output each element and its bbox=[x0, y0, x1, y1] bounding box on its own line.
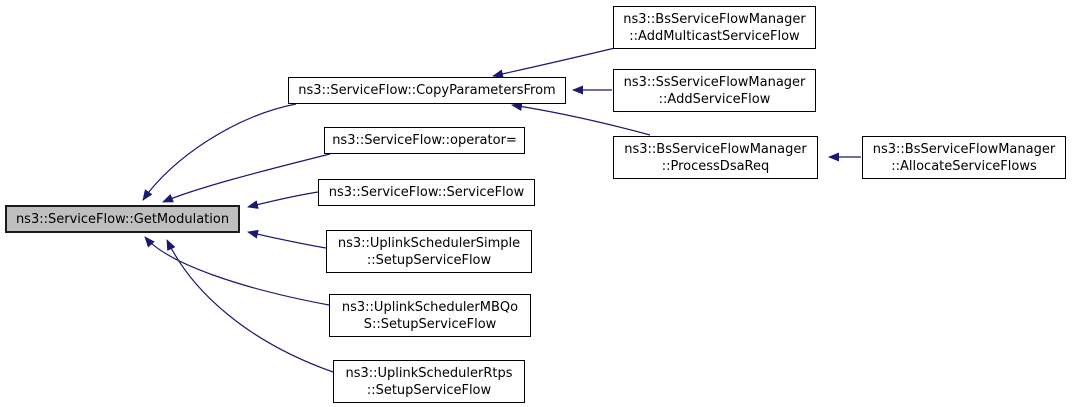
graph-node-operator-assign[interactable]: ns3::ServiceFlow::operator= bbox=[324, 127, 525, 154]
graph-node-serviceflow-ctor[interactable]: ns3::ServiceFlow::ServiceFlow bbox=[318, 179, 535, 206]
edge-uplink-rtps-to-getmodulation bbox=[166, 239, 334, 373]
graph-node-getmodulation[interactable]: ns3::ServiceFlow::GetModulation bbox=[5, 205, 240, 233]
edge-uplink-mbqos-to-getmodulation bbox=[144, 236, 330, 306]
graph-node-label: ns3::ServiceFlow::GetModulation bbox=[15, 211, 230, 227]
edge-process-dsa-req-to-copyparametersfrom bbox=[511, 102, 651, 136]
graph-node-label: ns3::ServiceFlow::CopyParametersFrom bbox=[298, 83, 556, 98]
graph-node-add-serviceflow[interactable]: ns3::SsServiceFlowManager::AddServiceFlo… bbox=[613, 69, 816, 112]
graph-node-add-multicast[interactable]: ns3::BsServiceFlowManager::AddMulticastS… bbox=[613, 6, 816, 49]
graph-node-label: ns3::SsServiceFlowManager bbox=[623, 74, 806, 90]
graph-node-label: ns3::BsServiceFlowManager bbox=[872, 141, 1056, 157]
edge-serviceflow-ctor-to-getmodulation bbox=[247, 191, 319, 209]
graph-node-label: ::SetupServiceFlow bbox=[366, 382, 492, 398]
graph-node-label: ns3::ServiceFlow::operator= bbox=[332, 133, 517, 148]
graph-node-uplink-rtps[interactable]: ns3::UplinkSchedulerRtps::SetupServiceFl… bbox=[333, 360, 525, 403]
graph-node-label: ns3::BsServiceFlowManager bbox=[623, 11, 806, 27]
graph-node-copyparametersfrom[interactable]: ns3::ServiceFlow::CopyParametersFrom bbox=[288, 77, 566, 104]
graph-node-label: ::SetupServiceFlow bbox=[366, 252, 492, 268]
graph-node-label: ns3::UplinkSchedulerMBQo bbox=[341, 299, 519, 315]
edge-copyparametersfrom-to-getmodulation bbox=[142, 103, 297, 201]
edge-add-multicast-to-copyparametersfrom bbox=[492, 47, 616, 79]
graph-node-label: ::AddMulticastServiceFlow bbox=[629, 28, 800, 44]
graph-node-label: ns3::UplinkSchedulerRtps bbox=[345, 365, 513, 381]
graph-node-label: S::SetupServiceFlow bbox=[363, 316, 497, 332]
graph-node-label: ns3::UplinkSchedulerSimple bbox=[337, 235, 521, 251]
edge-uplink-simple-to-getmodulation bbox=[247, 229, 327, 249]
graph-node-label: ns3::ServiceFlow::ServiceFlow bbox=[328, 185, 525, 200]
graph-node-process-dsa-req[interactable]: ns3::BsServiceFlowManager::ProcessDsaReq bbox=[613, 136, 818, 179]
graph-node-allocate-serviceflows[interactable]: ns3::BsServiceFlowManager::AllocateServi… bbox=[862, 136, 1066, 179]
graph-node-label: ::AllocateServiceFlows bbox=[891, 158, 1037, 174]
graph-node-label: ::ProcessDsaReq bbox=[661, 158, 770, 174]
graph-node-label: ::AddServiceFlow bbox=[658, 91, 771, 107]
edge-operator-assign-to-getmodulation bbox=[162, 153, 331, 203]
graph-node-uplink-simple[interactable]: ns3::UplinkSchedulerSimple::SetupService… bbox=[326, 230, 532, 273]
graph-node-label: ns3::BsServiceFlowManager bbox=[624, 141, 807, 157]
